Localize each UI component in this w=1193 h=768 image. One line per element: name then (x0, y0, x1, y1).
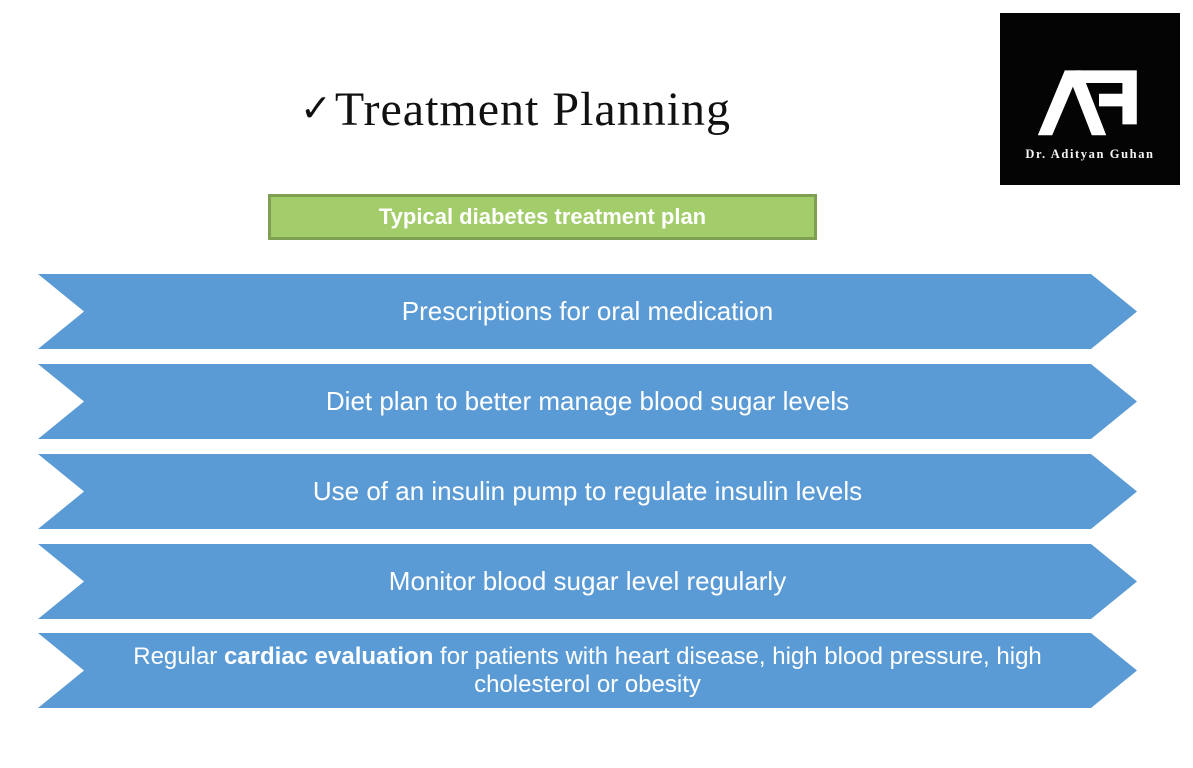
checkmark-icon: ✓ (300, 86, 333, 130)
arrow-label-bold: cardiac evaluation (223, 642, 434, 670)
arrow-label-suffix: for patients with heart disease, high bl… (433, 642, 1042, 698)
logo: Dr. Adityan Guhan (1000, 13, 1180, 185)
arrow-label: Diet plan to better manage blood sugar l… (325, 385, 850, 416)
arrow-insulin-pump: Use of an insulin pump to regulate insul… (38, 454, 1137, 529)
arrow-monitor-sugar: Monitor blood sugar level regularly (38, 544, 1137, 619)
arrow-label: Regular cardiac evaluation for patients … (40, 643, 1136, 699)
logo-doctor-name: Dr. Adityan Guhan (1025, 147, 1155, 161)
banner-typical-plan: Typical diabetes treatment plan (268, 194, 817, 240)
arrow-label: Prescriptions for oral medication (401, 295, 774, 326)
arrow-label: Use of an insulin pump to regulate insul… (312, 475, 863, 506)
arrow-cardiac-evaluation: Regular cardiac evaluation for patients … (38, 633, 1137, 708)
arrow-prescriptions: Prescriptions for oral medication (38, 274, 1137, 349)
ag-monogram-icon (1037, 70, 1137, 136)
page-title: ✓Treatment Planning (300, 82, 731, 137)
arrow-label: Monitor blood sugar level regularly (388, 565, 787, 596)
banner-label: Typical diabetes treatment plan (378, 204, 707, 229)
arrow-diet-plan: Diet plan to better manage blood sugar l… (38, 364, 1137, 439)
page-title-text: Treatment Planning (334, 83, 732, 136)
arrow-label-prefix: Regular (133, 642, 224, 670)
